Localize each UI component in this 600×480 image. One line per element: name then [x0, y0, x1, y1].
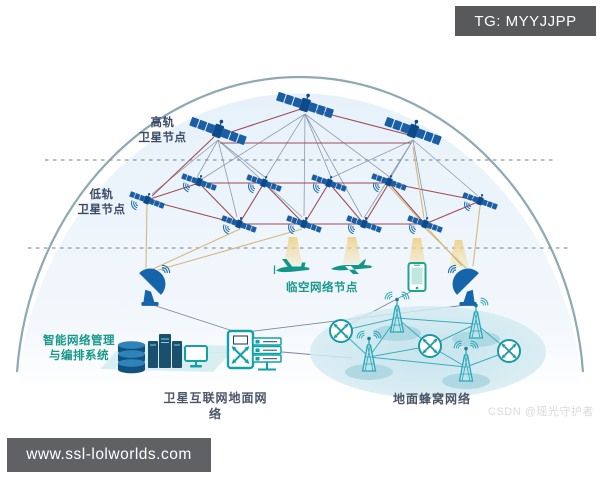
- label-management-system: 智能网络管理 与编排系统: [43, 335, 115, 362]
- router-node-icon: [497, 339, 521, 363]
- server-rack-icon: [252, 337, 282, 371]
- interorbit-links: [151, 113, 479, 219]
- cellular-zone: [310, 292, 546, 398]
- label-near-space: 临空网络节点: [286, 282, 358, 294]
- label-ground-network: 卫星互联网地面网络: [163, 391, 268, 421]
- router-node-icon: [418, 334, 442, 358]
- label-cellular-network: 地面蜂窝网络: [392, 392, 471, 406]
- label-low-orbit: 低轨 卫星节点: [77, 189, 126, 216]
- tg-watermark-box: TG: MYYJJPP: [455, 6, 596, 36]
- management-platform: [100, 334, 237, 374]
- router-node-icon: [329, 319, 353, 343]
- monitor-icon: [184, 345, 208, 368]
- router-icon: [226, 329, 255, 370]
- orbit-dashed-lines: [28, 159, 572, 249]
- cellular-mesh-links: [340, 317, 510, 368]
- server-tower-icon: [148, 334, 182, 368]
- csdn-watermark: CSDN @瑶光守护者: [488, 406, 594, 418]
- tg-watermark-text: TG: MYYJJPP: [474, 12, 577, 30]
- label-high-orbit: 高轨 卫星节点: [138, 117, 187, 144]
- url-watermark-box: www.ssl-lolworlds.com: [7, 438, 211, 472]
- url-watermark-text: www.ssl-lolworlds.com: [26, 446, 192, 463]
- smartphone-icon: [407, 262, 427, 292]
- database-icon: [118, 341, 145, 374]
